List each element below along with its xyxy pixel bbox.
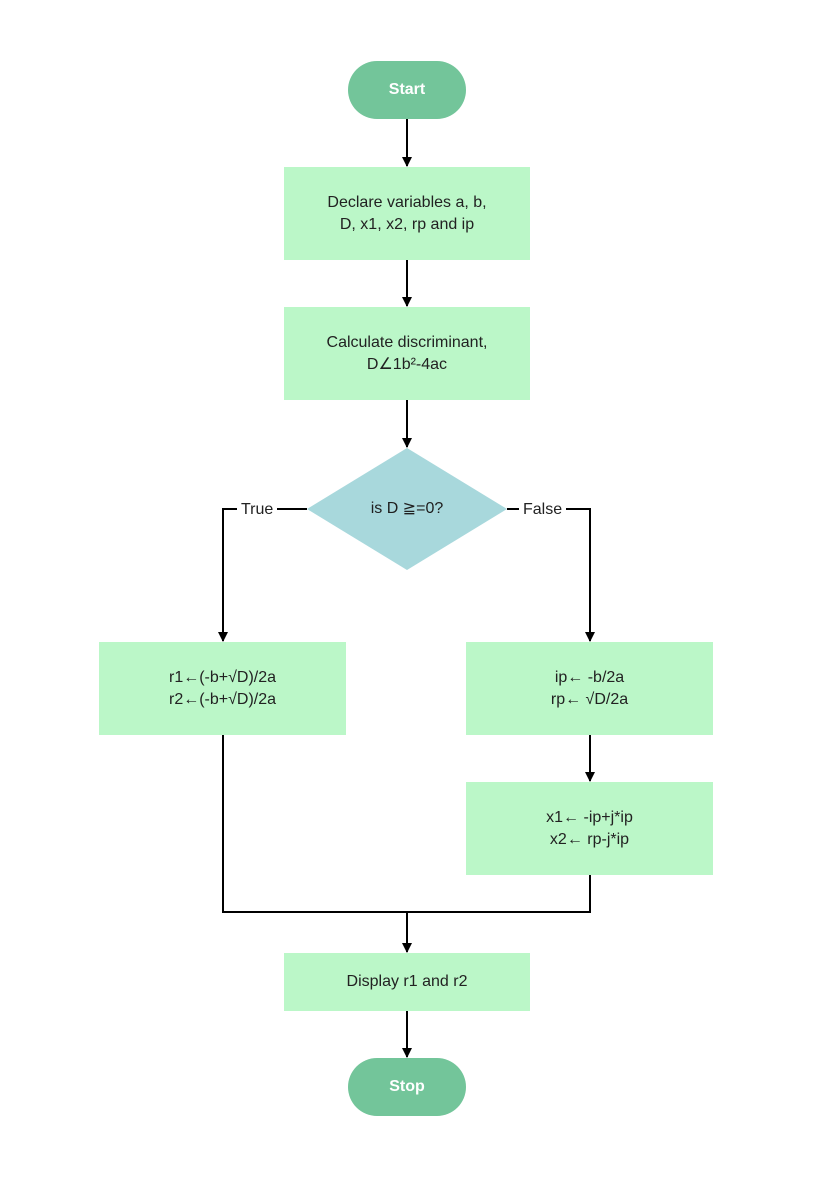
calculate-process: Calculate discriminant, D∠1b²-4ac <box>284 307 530 400</box>
true-edge-label: True <box>237 500 278 520</box>
declare-process: Declare variables a, b, D, x1, x2, rp an… <box>284 167 530 260</box>
stop-terminal: Stop <box>348 1058 466 1116</box>
false-branch-1-label: ip← -b/2a rp← √D/2a <box>550 668 629 708</box>
false-branch-2-label: x1← -ip+j*ip x2← rp-j*ip <box>546 808 633 848</box>
display-label: Display r1 and r2 <box>346 973 468 990</box>
calculate-label: Calculate discriminant, D∠1b²-4ac <box>326 333 488 373</box>
arrow-decision-false <box>507 508 595 642</box>
start-label: Start <box>388 81 426 98</box>
false-branch-process-1: ip← -b/2a rp← √D/2a <box>466 642 713 735</box>
line-true-merge <box>222 735 407 913</box>
decision-diamond <box>307 448 507 570</box>
stop-label: Stop <box>389 1078 425 1095</box>
decision-text: is D ≧=0? <box>327 497 487 521</box>
start-terminal: Start <box>348 61 466 119</box>
display-process: Display r1 and r2 <box>284 953 530 1011</box>
true-branch-process: r1←(-b+√D)/2a r2←(-b+√D)/2a <box>99 642 346 735</box>
false-branch-process-2: x1← -ip+j*ip x2← rp-j*ip <box>466 782 713 875</box>
false-edge-label: False <box>519 500 567 520</box>
arrow-decision-true <box>218 508 307 642</box>
decision-label: is D ≧=0? <box>370 500 444 517</box>
line-false-merge <box>407 875 591 913</box>
true-branch-label: r1←(-b+√D)/2a r2←(-b+√D)/2a <box>168 668 277 708</box>
declare-label: Declare variables a, b, D, x1, x2, rp an… <box>327 193 487 233</box>
